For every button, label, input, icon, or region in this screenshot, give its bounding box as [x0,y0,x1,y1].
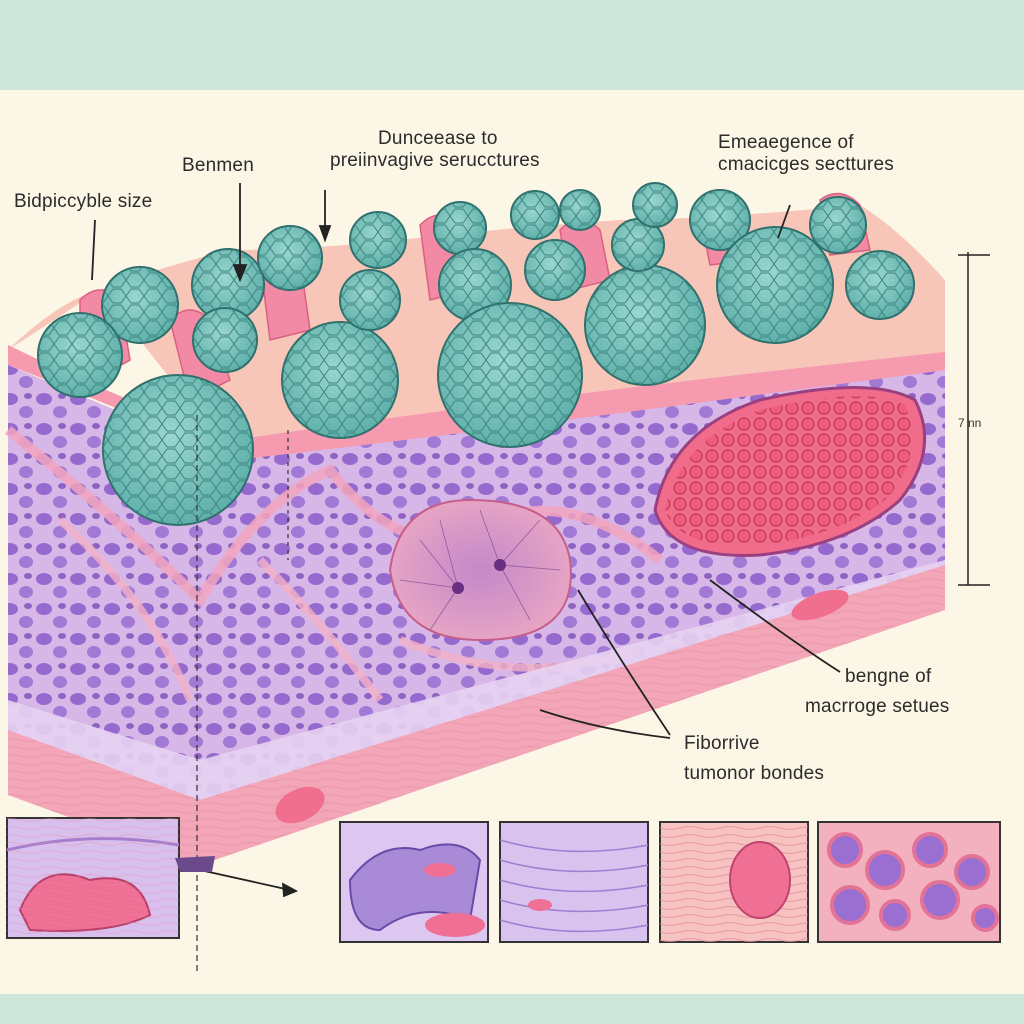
lobule [37,312,123,398]
lobule [438,248,512,322]
lobule [192,307,258,373]
lobule [845,250,915,320]
label-fiborrive: Fiborrive [684,733,760,754]
thumbnail-panel-1 [6,817,180,939]
label-macrroge: macrroge setues [805,696,950,717]
lobule [102,374,254,526]
label-emergence: Emeaegence of cmacicges secttures [718,132,894,175]
lobule [101,266,179,344]
label-bengne: bengne of [845,666,932,687]
thumbnail-panel-3 [499,821,649,943]
scale-bar [958,252,990,586]
lobule [349,211,407,269]
thumbnail-panel-4 [659,821,809,943]
lobule [809,196,867,254]
lobule [339,269,401,331]
lobule [433,201,487,255]
thumbnail-panel-2 [339,821,489,943]
lobule [611,218,665,272]
lobule [510,190,560,240]
lobule [632,182,678,228]
lobule [584,264,706,386]
lobule-group [37,182,915,526]
lobule [257,225,323,291]
fibrotic-nodule [388,498,572,642]
scale-label: 7 nn [958,416,982,430]
thumbnail-panel-5 [817,821,1001,943]
bottom-band [0,994,1024,1024]
red-cluster [653,386,927,557]
lobule [437,302,583,448]
label-tumonor: tumonor bondes [684,763,825,784]
top-band [0,0,1024,90]
lobule [524,239,586,301]
label-benmen: Benmen [182,155,254,176]
cut-marker [175,856,215,872]
label-dunceease: Dunceease to preiinvagive serucctures [330,128,540,171]
label-bidpiccyble-size: Bidpiccyble size [14,191,153,212]
lobule [281,321,399,439]
lobule [559,189,601,231]
lobule [689,189,751,251]
lobule [716,226,834,344]
